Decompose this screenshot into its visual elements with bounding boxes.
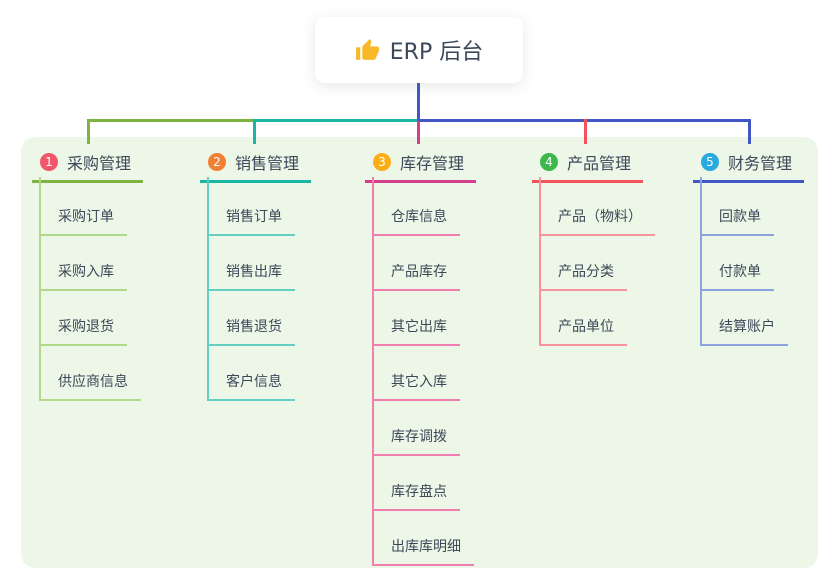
branch-label: 库存管理 bbox=[400, 154, 465, 173]
branch-header-1[interactable]: 1 采购管理 bbox=[32, 150, 144, 183]
branch-trunk-line bbox=[372, 177, 374, 564]
branch-item-node[interactable]: 库存调拨 bbox=[372, 428, 460, 456]
branch-item-node[interactable]: 销售退货 bbox=[207, 318, 295, 346]
branch-item-node[interactable]: 付款单 bbox=[700, 263, 774, 291]
branch-item-node[interactable]: 库存盘点 bbox=[372, 483, 460, 511]
branches-panel bbox=[21, 137, 818, 568]
branch-item-node[interactable]: 回款单 bbox=[700, 208, 774, 236]
root-node[interactable]: ERP 后台 bbox=[315, 17, 523, 83]
branch-number-badge: 2 bbox=[208, 153, 226, 171]
branch-item-node[interactable]: 供应商信息 bbox=[39, 373, 141, 401]
branch-number-badge: 4 bbox=[540, 153, 558, 171]
branch-item-node[interactable]: 出库库明细 bbox=[372, 538, 474, 566]
branch-trunk-line bbox=[539, 177, 541, 344]
connector-drop-3 bbox=[417, 121, 420, 144]
branch-header-5[interactable]: 5 财务管理 bbox=[693, 150, 805, 183]
branch-number-badge: 3 bbox=[373, 153, 391, 171]
branch-trunk-line bbox=[700, 177, 702, 344]
branch-item-node[interactable]: 销售出库 bbox=[207, 263, 295, 291]
branch-label: 采购管理 bbox=[67, 154, 132, 173]
connector-drop-1 bbox=[87, 119, 90, 144]
branch-item-node[interactable]: 产品库存 bbox=[372, 263, 460, 291]
branch-header-2[interactable]: 2 销售管理 bbox=[200, 150, 312, 183]
branch-header-4[interactable]: 4 产品管理 bbox=[532, 150, 644, 183]
branch-item-node[interactable]: 客户信息 bbox=[207, 373, 295, 401]
connector-drop-2 bbox=[253, 119, 256, 144]
branch-item-node[interactable]: 销售订单 bbox=[207, 208, 295, 236]
branch-label: 产品管理 bbox=[567, 154, 632, 173]
branch-item-node[interactable]: 采购订单 bbox=[39, 208, 127, 236]
branch-header-3[interactable]: 3 库存管理 bbox=[365, 150, 477, 183]
branch-item-node[interactable]: 产品（物料） bbox=[539, 208, 655, 236]
branch-item-node[interactable]: 结算账户 bbox=[700, 318, 788, 346]
thumbs-up-icon bbox=[355, 38, 379, 60]
branch-label: 财务管理 bbox=[728, 154, 793, 173]
root-label: ERP 后台 bbox=[389, 40, 484, 65]
branch-label: 销售管理 bbox=[235, 154, 300, 173]
connector-drop-4 bbox=[584, 119, 587, 144]
connector-horizontal-3 bbox=[417, 119, 750, 122]
root-stem-line bbox=[417, 83, 420, 122]
branch-trunk-line bbox=[39, 177, 41, 399]
branch-item-node[interactable]: 产品单位 bbox=[539, 318, 627, 346]
branch-item-node[interactable]: 其它入库 bbox=[372, 373, 460, 401]
connector-horizontal-1 bbox=[87, 119, 254, 122]
branch-item-node[interactable]: 采购入库 bbox=[39, 263, 127, 291]
branch-item-node[interactable]: 仓库信息 bbox=[372, 208, 460, 236]
branch-number-badge: 1 bbox=[40, 153, 58, 171]
branch-number-badge: 5 bbox=[701, 153, 719, 171]
branch-item-node[interactable]: 采购退货 bbox=[39, 318, 127, 346]
branch-trunk-line bbox=[207, 177, 209, 399]
branch-item-node[interactable]: 其它出库 bbox=[372, 318, 460, 346]
connector-horizontal-2 bbox=[253, 119, 418, 122]
connector-drop-5 bbox=[748, 119, 751, 144]
branch-item-node[interactable]: 产品分类 bbox=[539, 263, 627, 291]
